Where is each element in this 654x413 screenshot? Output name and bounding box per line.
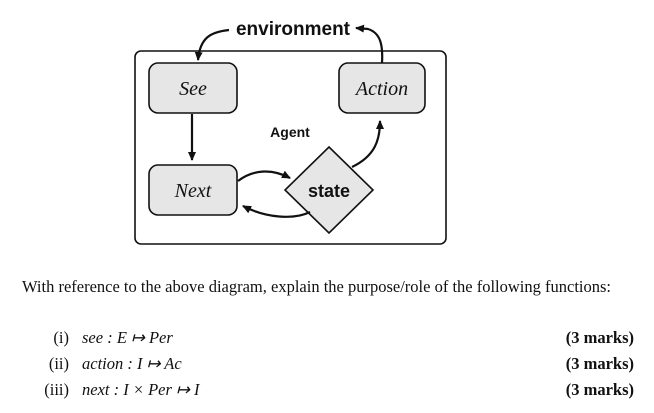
see-label: See xyxy=(179,78,207,100)
function-signature: next : I × Per ↦ I xyxy=(82,380,200,399)
marks-label: (3 marks) xyxy=(565,380,634,399)
question-text: With reference to the above diagram, exp… xyxy=(22,277,612,296)
function-signature: action : I ↦ Ac xyxy=(82,354,182,373)
next-to-state-arrow xyxy=(237,170,291,182)
question-item: (i) see : E ↦ Per (3 marks) xyxy=(22,328,634,352)
action-to-environment-arrow xyxy=(355,24,384,64)
state-to-action-arrow xyxy=(351,120,384,168)
agent-architecture-diagram: environment See Action Agent Next state xyxy=(134,19,447,245)
action-label: Action xyxy=(354,78,408,100)
question-item: (iii) next : I × Per ↦ I (3 marks) xyxy=(22,380,634,404)
marks-label: (3 marks) xyxy=(565,328,634,347)
function-signature: see : E ↦ Per xyxy=(82,328,173,347)
next-label: Next xyxy=(174,180,212,202)
item-number: (i) xyxy=(53,328,69,347)
marks-label: (3 marks) xyxy=(565,354,634,373)
action-box xyxy=(338,62,426,114)
environment-to-see-arrow xyxy=(194,28,230,61)
next-box xyxy=(148,164,238,216)
environment-label: environment xyxy=(236,19,351,40)
state-label: state xyxy=(308,181,350,201)
question-item: (ii) action : I ↦ Ac (3 marks) xyxy=(22,354,634,378)
item-number: (ii) xyxy=(48,354,69,373)
state-diamond xyxy=(283,145,375,235)
see-box xyxy=(148,62,238,114)
state-to-next-arrow xyxy=(242,205,311,218)
agent-label: Agent xyxy=(270,124,310,140)
item-number: (iii) xyxy=(44,380,69,399)
